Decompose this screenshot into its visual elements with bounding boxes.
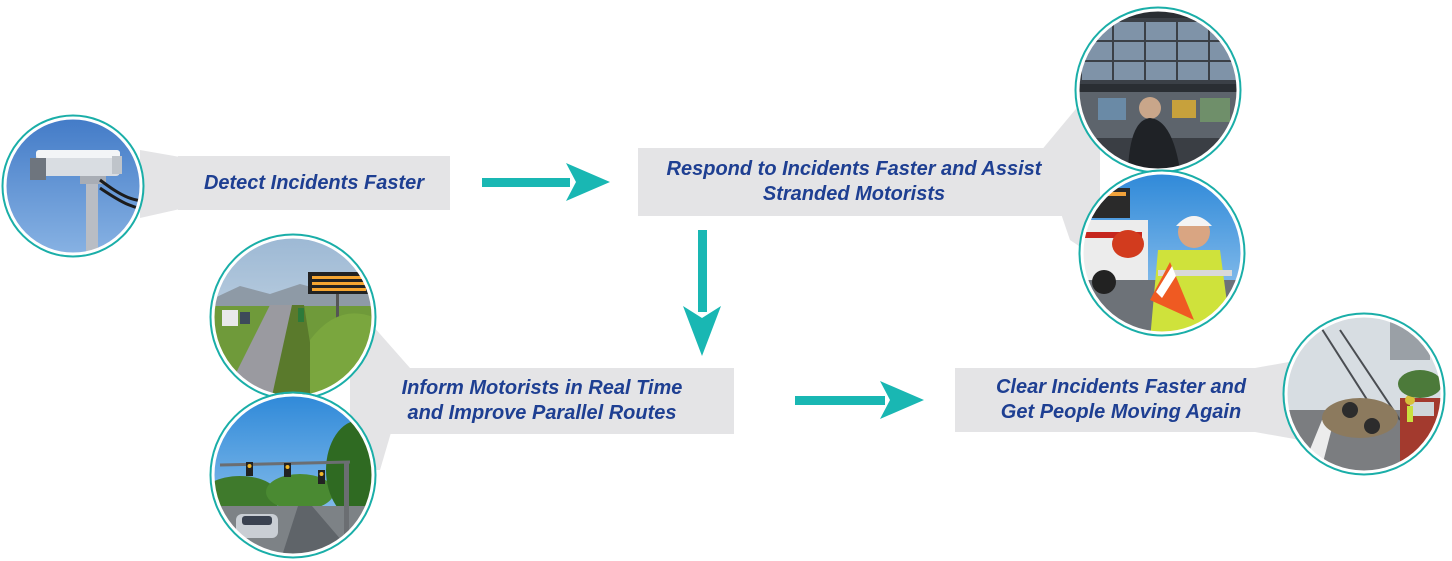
traffic-signals-photo	[209, 391, 377, 559]
tow-truck-photo	[1282, 312, 1446, 476]
clear-label-line1: Clear Incidents Faster and	[995, 376, 1247, 398]
operations-center-photo	[1074, 6, 1242, 174]
connector-detect	[140, 150, 180, 218]
clear-label-box: Clear Incidents Faster and Get People Mo…	[955, 368, 1287, 432]
traffic-camera-photo	[1, 114, 145, 258]
detect-label: Detect Incidents Faster	[203, 171, 425, 194]
respond-label-box: Respond to Incidents Faster and Assist S…	[638, 148, 1070, 216]
inform-label-line1: Inform Motorists in Real Time	[401, 377, 683, 399]
inform-label-line2: and Improve Parallel Routes	[407, 402, 677, 424]
arrow-respond-to-inform	[683, 230, 721, 356]
detect-label-box: Detect Incidents Faster	[178, 156, 450, 210]
arrow-detect-to-respond	[482, 163, 610, 201]
clear-label-line2: Get People Moving Again	[1000, 401, 1242, 423]
highway-message-sign-photo	[209, 233, 377, 401]
arrow-inform-to-clear	[795, 381, 924, 419]
service-patrol-photo	[1078, 169, 1246, 337]
respond-label-line2: Stranded Motorists	[762, 183, 946, 205]
respond-label-line1: Respond to Incidents Faster and Assist	[666, 158, 1042, 180]
inform-label-box: Inform Motorists in Real Time and Improv…	[350, 368, 734, 434]
